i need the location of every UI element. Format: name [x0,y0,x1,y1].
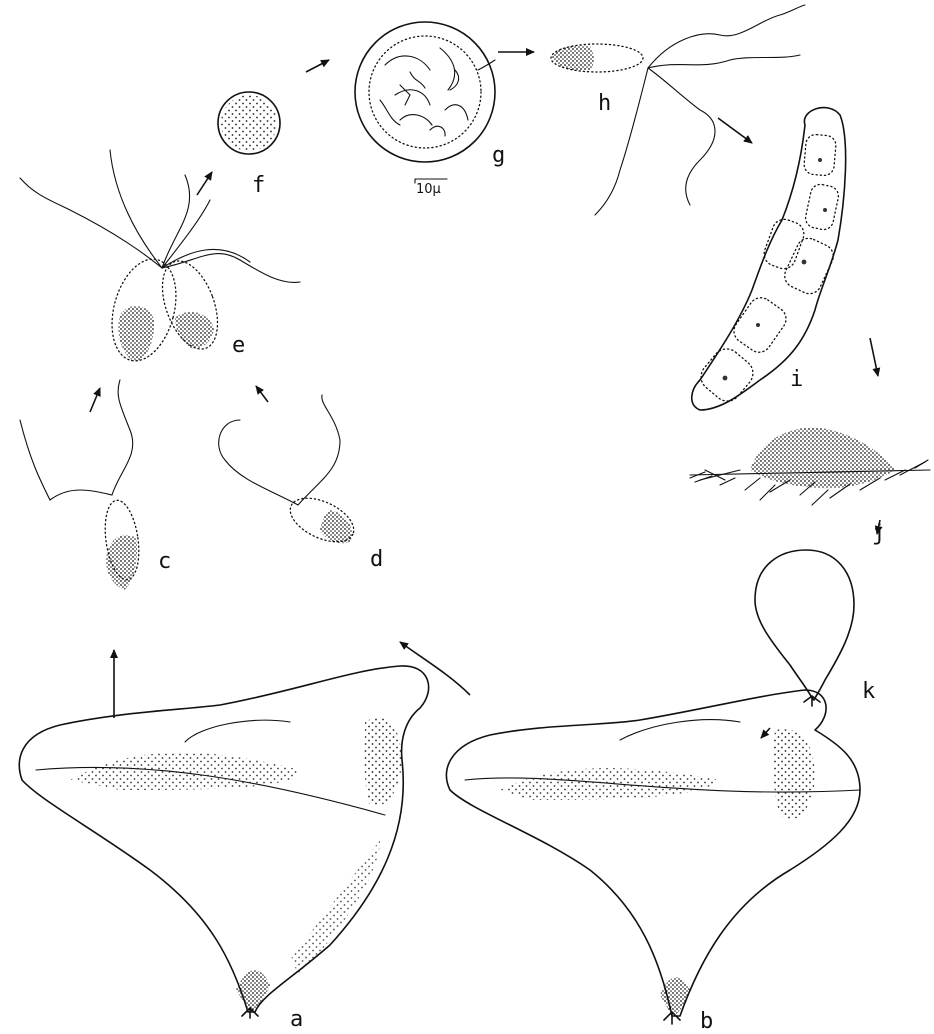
arrow-k-to-b [761,728,770,738]
label-a: a [290,1007,303,1032]
label-e: e [232,333,245,358]
scale-bar-label: 10μ [416,182,441,197]
aplanospore-k: k [755,550,875,706]
label-b: b [700,1009,713,1034]
thallus-a: a [19,666,428,1032]
label-h: h [598,91,611,116]
arrow-e-to-f [197,172,212,195]
arrow-a-to-d [400,642,470,695]
arrow-h-to-i [718,118,752,143]
label-f: f [252,173,265,198]
thallus-b: b [446,690,860,1034]
arrow-f-to-g [306,60,329,72]
swarmer-h: h [551,5,805,215]
zoospore-d: d [219,395,384,572]
label-k: k [862,679,875,704]
colony-j: j [690,428,930,546]
cyst-g: g 10μ [355,22,505,197]
arrow-c-to-e [90,388,100,412]
arrow-i-to-j [870,338,878,376]
zoospore-c: c [20,380,171,590]
label-g: g [492,143,505,168]
filament-i: i [692,108,846,410]
label-d: d [370,547,383,572]
label-c: c [158,549,171,574]
arrow-d-to-e [256,386,268,402]
label-i: i [790,367,803,392]
zygote-f: f [218,92,280,198]
cycle-arrows [90,52,880,738]
